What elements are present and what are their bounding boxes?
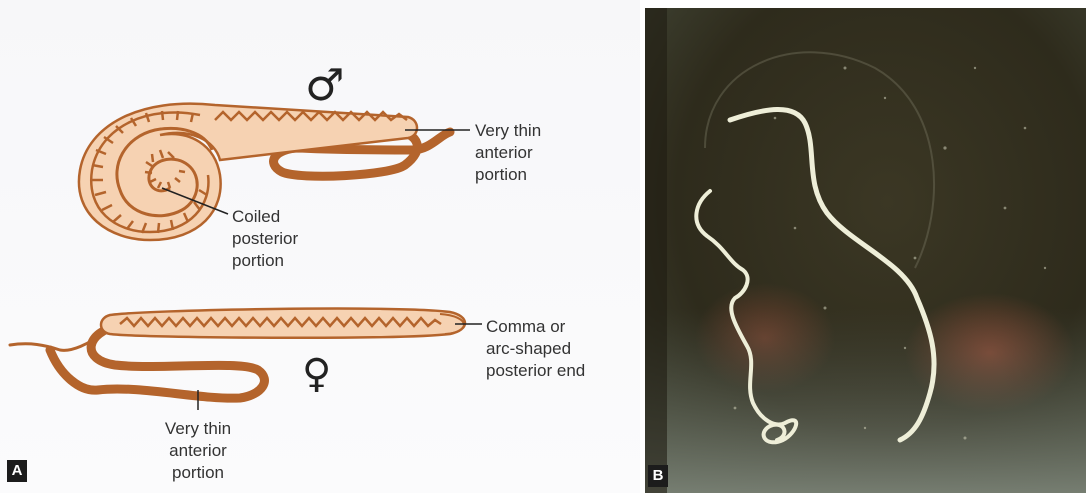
male-symbol: ♂: [305, 62, 344, 110]
diagram-panel: ♂ Very thin anterior portion Coiled post…: [0, 0, 640, 493]
photo-left-dark-band: [645, 8, 667, 493]
photo-panel: B: [645, 8, 1086, 493]
panel-b-tag: B: [648, 465, 668, 487]
female-symbol: ♀: [302, 352, 331, 396]
photo-bottom-haze: [645, 308, 1086, 493]
male-posterior-label: Coiled posterior portion: [232, 206, 298, 272]
panel-a-tag: A: [7, 460, 27, 482]
male-anterior-label: Very thin anterior portion: [475, 120, 541, 186]
female-anterior-label: Very thin anterior portion: [148, 418, 248, 484]
female-posterior-label: Comma or arc-shaped posterior end: [486, 316, 585, 382]
worm-photo-svg: [645, 8, 1086, 493]
